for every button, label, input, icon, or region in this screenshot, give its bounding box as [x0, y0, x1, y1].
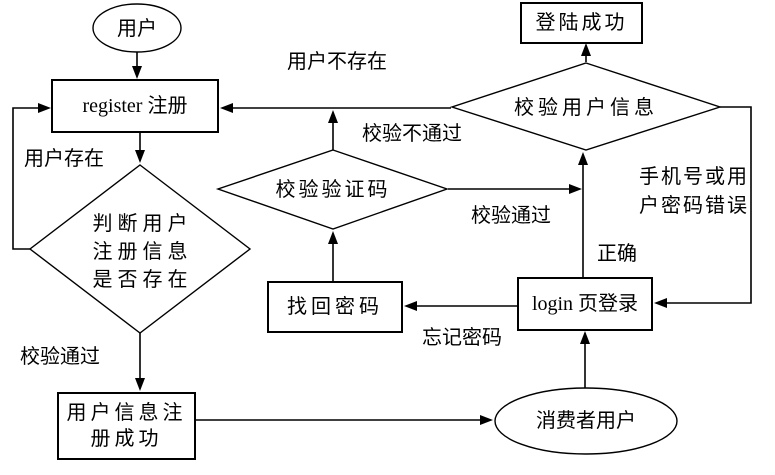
verify-code-diamond [215, 149, 450, 230]
consumer-ellipse [494, 387, 678, 455]
check-exists-node-label: 判断用户 注册信息 是否存在 [92, 213, 193, 291]
register-success-box [57, 392, 196, 460]
edge-label-user-exists: 用户存在 [24, 148, 104, 170]
register-node-label: register 注册 [82, 95, 188, 117]
login-success-box [520, 2, 643, 44]
edge-label-user-not-exists: 用户不存在 [287, 51, 387, 73]
check-exists-diamond [28, 164, 252, 334]
edge-label-check-pass-left: 校验通过 [20, 346, 100, 368]
find-password-node-label: 找回密码 [287, 296, 383, 318]
edge-phone-error-loop [654, 106, 752, 308]
user-ellipse [92, 3, 182, 53]
verify-user-diamond [449, 62, 723, 151]
consumer-node-label: 消费者用户 [536, 410, 636, 432]
login-success-node-label: 登陆成功 [535, 12, 628, 34]
find-password-box [267, 281, 403, 333]
edge-label-check-fail: 校验不通过 [362, 123, 462, 145]
user-node-label: 用户 [117, 18, 157, 40]
edge-label-correct: 正确 [597, 243, 637, 265]
login-box [517, 277, 653, 331]
edge-label-forgot-password: 忘记密码 [422, 327, 502, 349]
edge-label-check-pass-right: 校验通过 [471, 205, 551, 227]
verify-user-node-label: 校验用户信息 [514, 97, 658, 119]
register-success-node-label: 用户信息注 册成功 [66, 402, 187, 450]
register-box [51, 79, 219, 133]
login-node-label: login 页登录 [531, 293, 639, 315]
verify-code-node-label: 校验验证码 [275, 179, 391, 201]
edge-label-phone-error: 手机号或用 户密码错误 [639, 166, 749, 217]
edge-user-exists-loop [12, 103, 51, 250]
